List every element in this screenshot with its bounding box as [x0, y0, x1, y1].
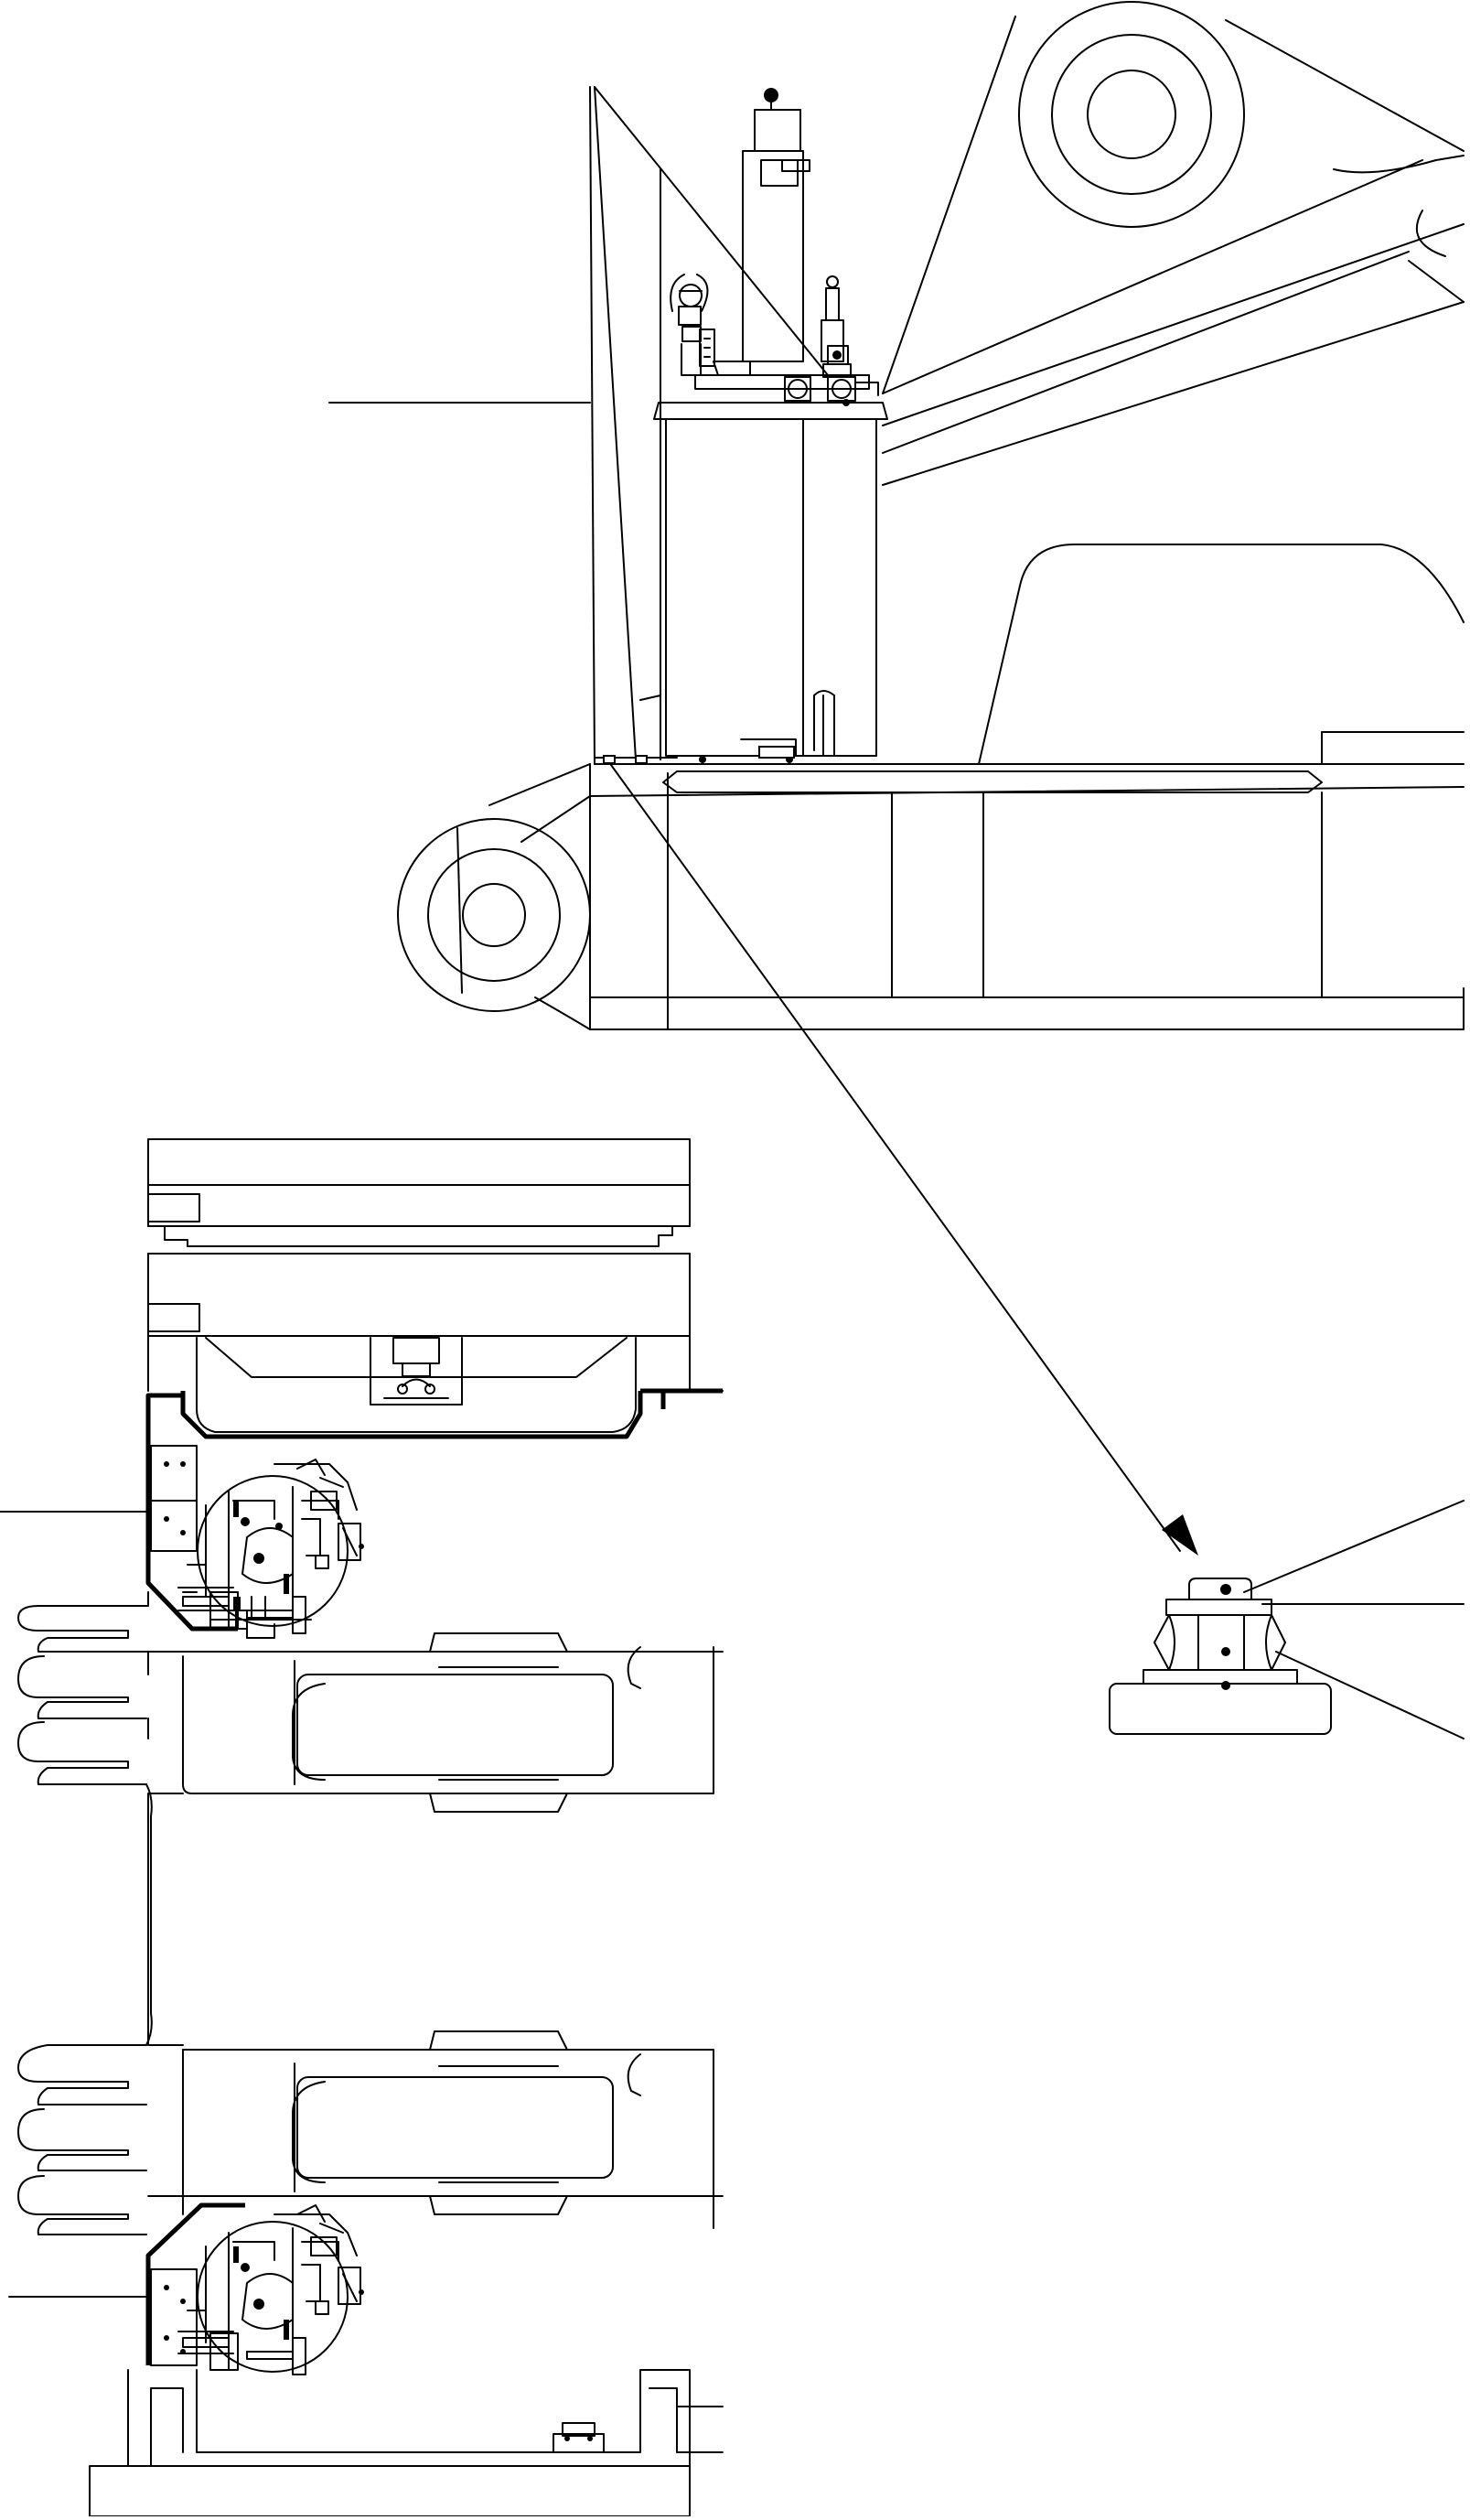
pressure-gauge: [670, 274, 724, 376]
grease-tank: [653, 402, 888, 763]
upper-cylinder-pair: [17, 1591, 724, 2046]
lower-cylinder-pair: [17, 2030, 724, 2235]
boom-arm: [882, 16, 1465, 765]
bottom-housing: [89, 2369, 724, 2517]
detail-leader-line: [610, 764, 1181, 1552]
trough: [196, 1337, 637, 1433]
mounting-plate: [1109, 1683, 1332, 1735]
lower-valve-block: [150, 2204, 364, 2375]
detail-arrowhead: [1162, 1514, 1198, 1556]
hose-routing-lower: [145, 2202, 245, 2365]
side-elevation-view: [397, 1, 1465, 1556]
grease-fitting: [1188, 1578, 1252, 1600]
callout-leader-4: [1243, 1500, 1465, 1593]
callout-leader-6: [1275, 1651, 1465, 1739]
relief-valve: [821, 275, 852, 378]
plan-view: [17, 1138, 724, 2517]
lower-pivot-pin: [397, 763, 591, 1030]
mounting-post: [589, 86, 829, 765]
pump-assembly: [694, 88, 879, 406]
frame-rail: [589, 731, 1465, 1030]
callout-leaders: [0, 402, 1465, 2298]
hex-nut: [1153, 1614, 1286, 1671]
upper-valve-block: [150, 1445, 364, 1639]
bolt-detail-view: [1109, 1578, 1332, 1735]
hose-routing-upper: [145, 1388, 723, 1632]
upper-pivot-pin: [1018, 1, 1245, 228]
